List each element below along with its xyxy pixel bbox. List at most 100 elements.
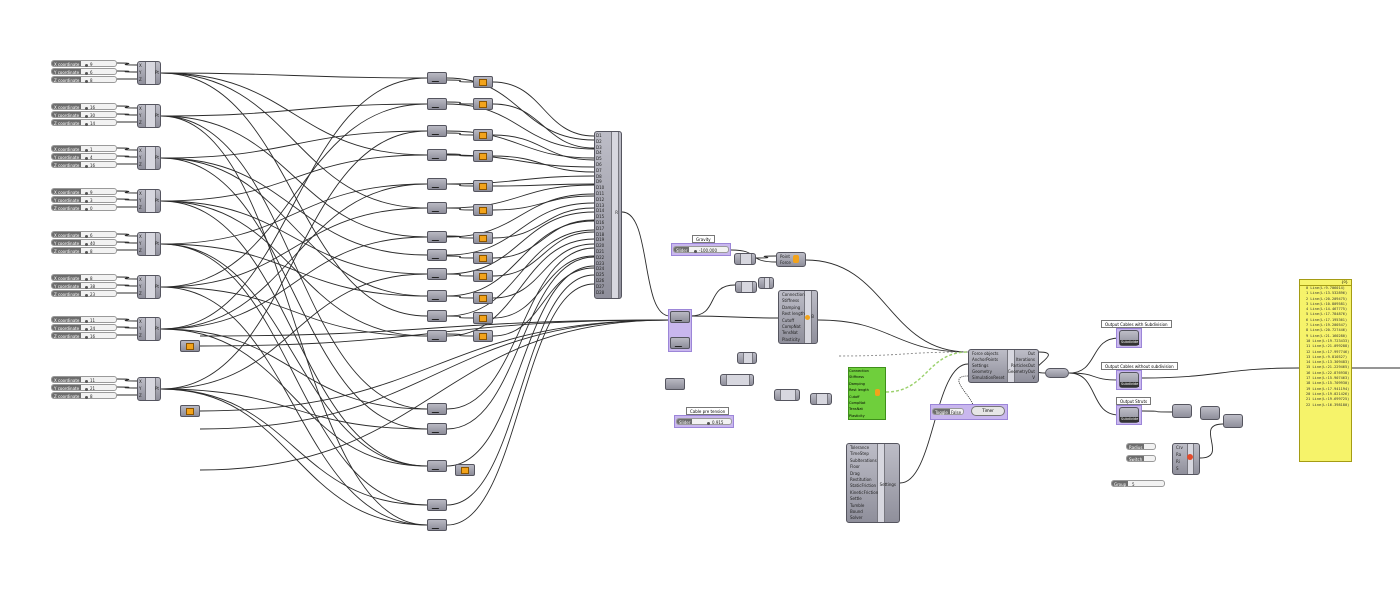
toggle-value[interactable]: False — [951, 410, 962, 415]
line-parameter[interactable] — [427, 460, 447, 472]
line-parameter[interactable] — [427, 149, 447, 161]
slider-value[interactable]: 0.915 — [707, 419, 723, 426]
line-parameter[interactable] — [427, 519, 447, 531]
slider-grip-icon[interactable] — [85, 250, 88, 254]
small-component[interactable] — [810, 393, 832, 405]
slider-value[interactable]: 9 — [85, 61, 93, 68]
orange-parameter[interactable] — [455, 464, 475, 476]
orange-parameter[interactable] — [473, 252, 493, 264]
slider-value[interactable]: 16 — [85, 333, 95, 340]
line-parameter[interactable] — [427, 403, 447, 415]
slider-grip-icon[interactable] — [85, 63, 88, 67]
small-component[interactable] — [734, 253, 756, 265]
small-component[interactable] — [1172, 404, 1192, 418]
slider-value[interactable]: 38 — [85, 283, 95, 290]
orange-parameter[interactable] — [473, 76, 493, 88]
line-parameter[interactable] — [427, 202, 447, 214]
slider-value[interactable]: 3 — [85, 197, 93, 204]
orange-parameter[interactable] — [473, 270, 493, 282]
orange-parameter[interactable] — [473, 150, 493, 162]
slider-grip-icon[interactable] — [85, 379, 88, 383]
slider-grip-icon[interactable] — [85, 335, 88, 339]
slider-value[interactable]: 6 — [85, 69, 93, 76]
slider-value[interactable]: 0 — [85, 205, 93, 212]
subdivide-component[interactable]: Subdivide — [1119, 330, 1140, 346]
slider-value[interactable]: 6 — [85, 232, 93, 239]
small-component[interactable] — [1223, 414, 1243, 428]
parameter-slider[interactable]: Radius — [1126, 443, 1156, 450]
line-parameter[interactable] — [427, 249, 447, 261]
curve-parameter[interactable] — [670, 337, 690, 349]
slider-value[interactable]: 24 — [85, 325, 95, 332]
small-component[interactable] — [735, 281, 757, 293]
slider-grip-icon[interactable] — [85, 191, 88, 195]
slider-grip-icon[interactable] — [85, 199, 88, 203]
slider-grip-icon[interactable] — [85, 242, 88, 246]
slider-value[interactable]: 16 — [85, 104, 95, 111]
slider-grip-icon[interactable] — [85, 71, 88, 75]
subdivide-component[interactable]: Subdivide — [1119, 407, 1140, 423]
slider-value[interactable]: 21 — [85, 385, 95, 392]
slider-grip-icon[interactable] — [85, 395, 88, 399]
slider-grip-icon[interactable] — [85, 122, 88, 126]
line-parameter[interactable] — [427, 423, 447, 435]
orange-parameter[interactable] — [473, 292, 493, 304]
slider-grip-icon[interactable] — [85, 387, 88, 391]
slider-grip-icon[interactable] — [707, 421, 710, 425]
slider-value[interactable]: 40 — [85, 240, 95, 247]
orange-parameter[interactable] — [180, 405, 200, 417]
slider-value[interactable]: 14 — [85, 120, 95, 127]
slider-grip-icon[interactable] — [85, 79, 88, 83]
slider-grip-icon[interactable] — [85, 106, 88, 110]
orange-parameter[interactable] — [473, 232, 493, 244]
curve-parameter[interactable] — [670, 311, 690, 323]
timer-button[interactable]: Timer — [971, 406, 1005, 416]
orange-parameter[interactable] — [473, 129, 493, 141]
slider-grip-icon[interactable] — [85, 156, 88, 160]
slider-grip-icon[interactable] — [694, 249, 697, 253]
orange-parameter[interactable] — [473, 98, 493, 110]
slider-value[interactable]: 23 — [85, 291, 95, 298]
slider-grip-icon[interactable] — [85, 293, 88, 297]
small-component[interactable] — [720, 374, 754, 386]
slider-grip-icon[interactable] — [85, 319, 88, 323]
slider-value[interactable]: 30 — [85, 112, 95, 119]
slider-grip-icon[interactable] — [85, 164, 88, 168]
slider-value[interactable]: 16 — [85, 162, 95, 169]
orange-parameter[interactable] — [473, 180, 493, 192]
slider-grip-icon[interactable] — [85, 285, 88, 289]
